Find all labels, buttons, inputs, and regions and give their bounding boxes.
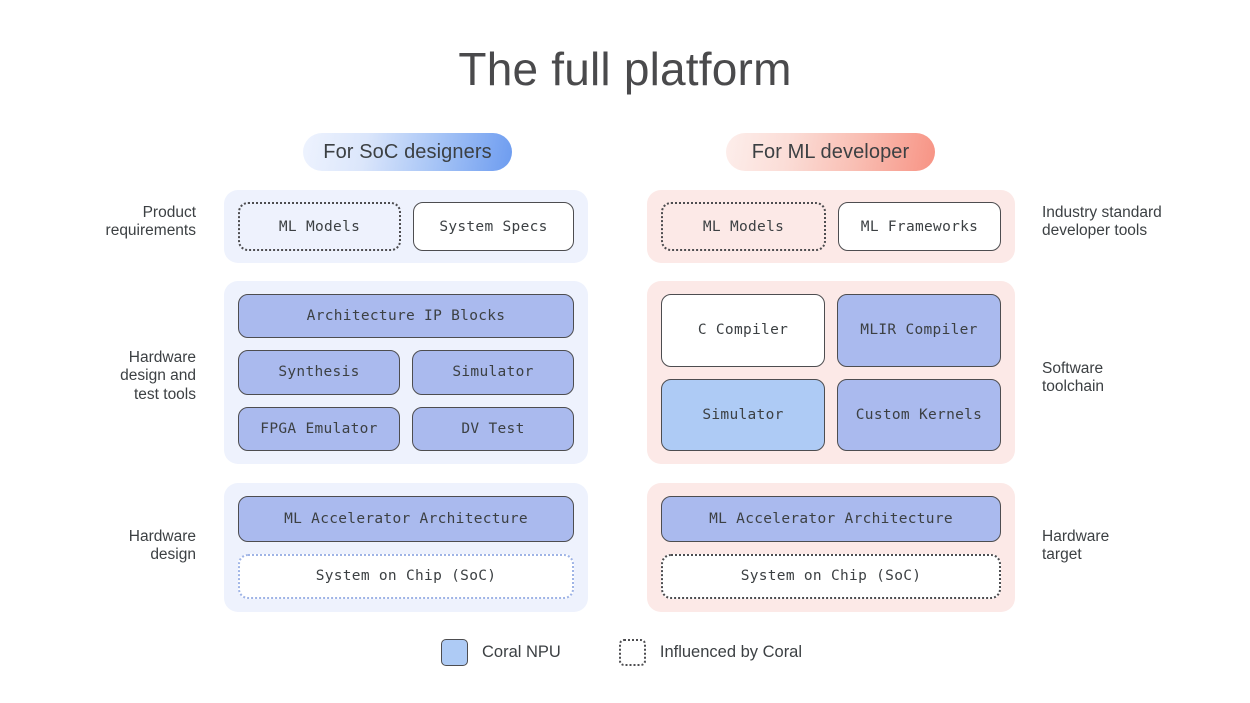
node-ml-accelerator-architecture[interactable]: ML Accelerator Architecture bbox=[661, 496, 1001, 542]
node-row: ML Accelerator Architecture bbox=[661, 496, 1001, 542]
node-system-on-chip-soc[interactable]: System on Chip (SoC) bbox=[238, 553, 574, 599]
node-row: ML Models ML Frameworks bbox=[661, 202, 1001, 251]
node-label: MLIR Compiler bbox=[860, 322, 978, 339]
node-ml-frameworks[interactable]: ML Frameworks bbox=[838, 202, 1001, 251]
node-label: System Specs bbox=[439, 218, 548, 235]
node-ml-models[interactable]: ML Models bbox=[661, 202, 826, 251]
node-row: Simulator Custom Kernels bbox=[661, 378, 1001, 451]
node-label: C Compiler bbox=[697, 322, 789, 339]
pill-label: For SoC designers bbox=[323, 140, 492, 163]
node-label: Architecture IP Blocks bbox=[306, 308, 506, 325]
node-row: System on Chip (SoC) bbox=[661, 553, 1001, 599]
node-architecture-ip-blocks[interactable]: Architecture IP Blocks bbox=[238, 294, 574, 339]
node-label: ML Models bbox=[278, 218, 361, 235]
node-label: ML Frameworks bbox=[860, 218, 979, 235]
node-label: ML Models bbox=[702, 218, 785, 235]
legend-swatch-coral-npu bbox=[441, 639, 468, 666]
node-label: FPGA Emulator bbox=[260, 420, 378, 437]
panel-industry-standard-developer-tools: ML Models ML Frameworks bbox=[647, 190, 1015, 263]
pill-for-soc-designers[interactable]: For SoC designers bbox=[303, 133, 512, 171]
node-row: Architecture IP Blocks bbox=[238, 294, 574, 339]
legend-item-coral-npu: Coral NPU bbox=[441, 639, 561, 666]
legend-swatch-influenced-by-coral bbox=[618, 639, 646, 666]
node-row: Synthesis Simulator bbox=[238, 350, 574, 395]
node-label: ML Accelerator Architecture bbox=[284, 510, 528, 527]
legend-label: Influenced by Coral bbox=[659, 643, 803, 661]
pill-label: For ML developer bbox=[751, 140, 910, 163]
node-ml-accelerator-architecture[interactable]: ML Accelerator Architecture bbox=[238, 496, 574, 542]
node-label: Simulator bbox=[452, 364, 534, 381]
node-custom-kernels[interactable]: Custom Kernels bbox=[837, 378, 1001, 451]
node-row: ML Models System Specs bbox=[238, 202, 574, 251]
panel-product-requirements: ML Models System Specs bbox=[224, 190, 588, 263]
node-label: Synthesis bbox=[278, 364, 360, 381]
node-label: DV Test bbox=[461, 420, 525, 437]
legend: Coral NPU Influenced by Coral bbox=[441, 639, 802, 666]
node-ml-models[interactable]: ML Models bbox=[238, 202, 401, 251]
node-fpga-emulator[interactable]: FPGA Emulator bbox=[238, 406, 400, 451]
node-row: System on Chip (SoC) bbox=[238, 553, 574, 599]
node-mlir-compiler[interactable]: MLIR Compiler bbox=[837, 294, 1001, 367]
node-label: System on Chip (SoC) bbox=[740, 568, 922, 585]
node-row: ML Accelerator Architecture bbox=[238, 496, 574, 542]
node-label: System on Chip (SoC) bbox=[315, 568, 497, 585]
node-simulator[interactable]: Simulator bbox=[412, 350, 574, 395]
legend-item-influenced-by-coral: Influenced by Coral bbox=[618, 639, 803, 666]
node-synthesis[interactable]: Synthesis bbox=[238, 350, 400, 395]
node-label: ML Accelerator Architecture bbox=[709, 510, 953, 527]
legend-label: Coral NPU bbox=[482, 643, 561, 661]
node-simulator[interactable]: Simulator bbox=[661, 378, 825, 451]
node-c-compiler[interactable]: C Compiler bbox=[661, 294, 825, 367]
node-row: FPGA Emulator DV Test bbox=[238, 406, 574, 451]
node-label: Simulator bbox=[702, 406, 784, 423]
node-dv-test[interactable]: DV Test bbox=[412, 406, 574, 451]
node-row: C Compiler MLIR Compiler bbox=[661, 294, 1001, 367]
page-title: The full platform bbox=[458, 43, 792, 95]
pill-for-ml-developer[interactable]: For ML developer bbox=[726, 133, 935, 171]
node-system-specs[interactable]: System Specs bbox=[413, 202, 574, 251]
node-system-on-chip-soc[interactable]: System on Chip (SoC) bbox=[661, 553, 1001, 599]
node-label: Custom Kernels bbox=[855, 406, 983, 423]
